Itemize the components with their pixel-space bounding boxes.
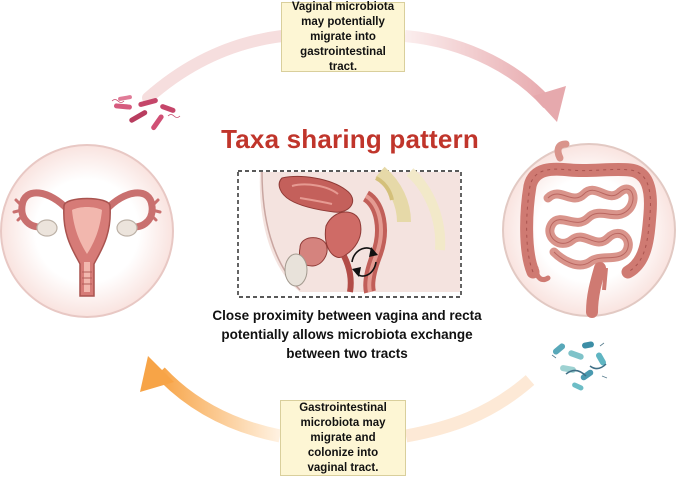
intestine-panel — [502, 140, 676, 318]
diagram-title: Taxa sharing pattern — [221, 124, 479, 154]
pelvic-cross-section-panel — [237, 166, 462, 298]
center-caption: Close proximity between vagina and recta… — [212, 308, 482, 361]
bottom-migration-note-text: Gastrointestinal microbiota may migrate … — [299, 401, 387, 474]
top-migration-note-text: Vaginal microbiota may potentially migra… — [291, 0, 395, 73]
pelvic-cross-section-icon — [259, 166, 460, 294]
top-cycle-arrow — [142, 30, 566, 122]
gut-bacteria-icon — [551, 341, 608, 391]
intestine-icon — [520, 140, 657, 318]
uterus-panel — [0, 144, 174, 318]
top-migration-note: Vaginal microbiota may potentially migra… — [281, 0, 405, 73]
bottom-cycle-arrow — [140, 356, 535, 443]
vaginal-bacteria-icon — [111, 95, 181, 131]
bottom-migration-note: Gastrointestinal microbiota may migrate … — [280, 400, 406, 476]
uterus-icon — [12, 189, 162, 297]
exchange-arrows-icon — [351, 247, 378, 277]
